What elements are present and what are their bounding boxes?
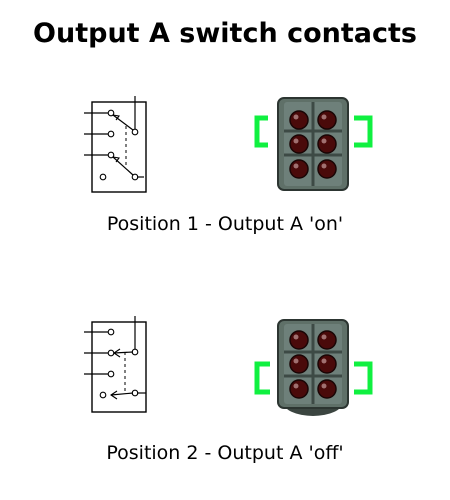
switch-photo-position-1 xyxy=(254,97,373,191)
switch-schematic-position-2 xyxy=(84,316,147,413)
indicator-bracket-right xyxy=(354,115,373,148)
position-1-label: Position 1 - Output A 'on' xyxy=(106,213,344,235)
indicator-bracket-left xyxy=(254,361,270,395)
switch-photo-position-2 xyxy=(254,319,373,416)
indicator-bracket-left xyxy=(254,115,268,148)
position-2-label: Position 2 - Output A 'off' xyxy=(106,442,344,464)
switch-schematic-position-1 xyxy=(84,96,147,193)
page-title: Output A switch contacts xyxy=(33,18,417,49)
indicator-bracket-right xyxy=(354,361,373,395)
